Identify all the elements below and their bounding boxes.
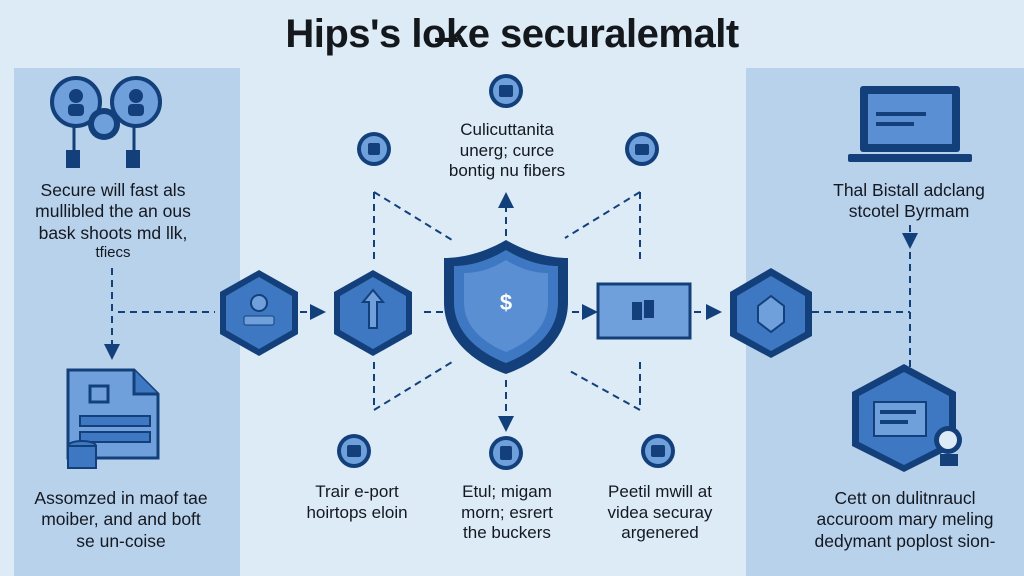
upper-right-circle-icon xyxy=(625,132,659,166)
server-box-icon xyxy=(596,282,692,340)
lower-right-diagonal xyxy=(567,369,641,411)
top-circle-icon xyxy=(489,74,523,108)
document-database-icon xyxy=(66,368,160,469)
page-title: Hips's lo̶ke securalemalt xyxy=(285,12,739,56)
laptop-icon xyxy=(848,86,972,162)
upload-hexagon-icon xyxy=(334,270,412,356)
lower-center-circle-icon xyxy=(489,436,523,470)
network-hexagon-icon xyxy=(730,268,812,358)
upper-left-circle-icon xyxy=(357,132,391,166)
shield-symbol: $ xyxy=(499,290,513,315)
lower-right-circle-icon xyxy=(641,434,675,468)
lower-left-circle-icon xyxy=(337,434,371,468)
certificate-hexagon-icon xyxy=(852,364,962,472)
upper-left-diagonal xyxy=(373,191,453,241)
shield-icon xyxy=(444,240,568,374)
upper-right-diagonal xyxy=(564,191,641,239)
badge-hexagon-icon xyxy=(220,270,298,356)
users-group-icon xyxy=(50,76,162,168)
lower-left-diagonal xyxy=(373,361,453,411)
